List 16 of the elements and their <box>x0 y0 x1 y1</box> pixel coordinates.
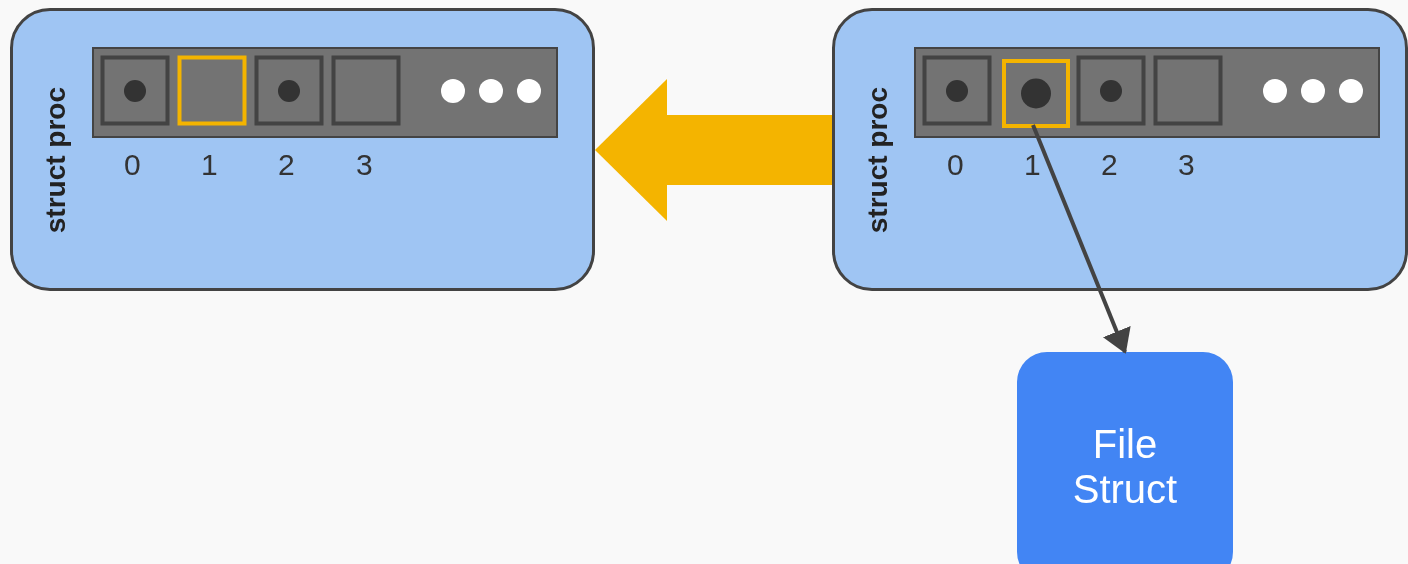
index-number: 3 <box>356 150 373 180</box>
block-arrow <box>595 79 832 221</box>
index-number: 0 <box>124 150 141 180</box>
index-number: 2 <box>1101 150 1118 180</box>
array-slot <box>1002 59 1070 128</box>
index-number: 0 <box>947 150 964 180</box>
vertical-title: struct proc <box>864 87 892 234</box>
index-number: 3 <box>1178 150 1195 180</box>
arrow <box>1031 124 1131 354</box>
index-number: 1 <box>1024 150 1041 180</box>
process-struct-box <box>832 8 1408 291</box>
vertical-title: struct proc <box>42 87 70 234</box>
index-number: 1 <box>201 150 218 180</box>
process-struct-box <box>10 8 595 291</box>
index-number: 2 <box>278 150 295 180</box>
file-struct-box: File Struct <box>1017 352 1233 564</box>
